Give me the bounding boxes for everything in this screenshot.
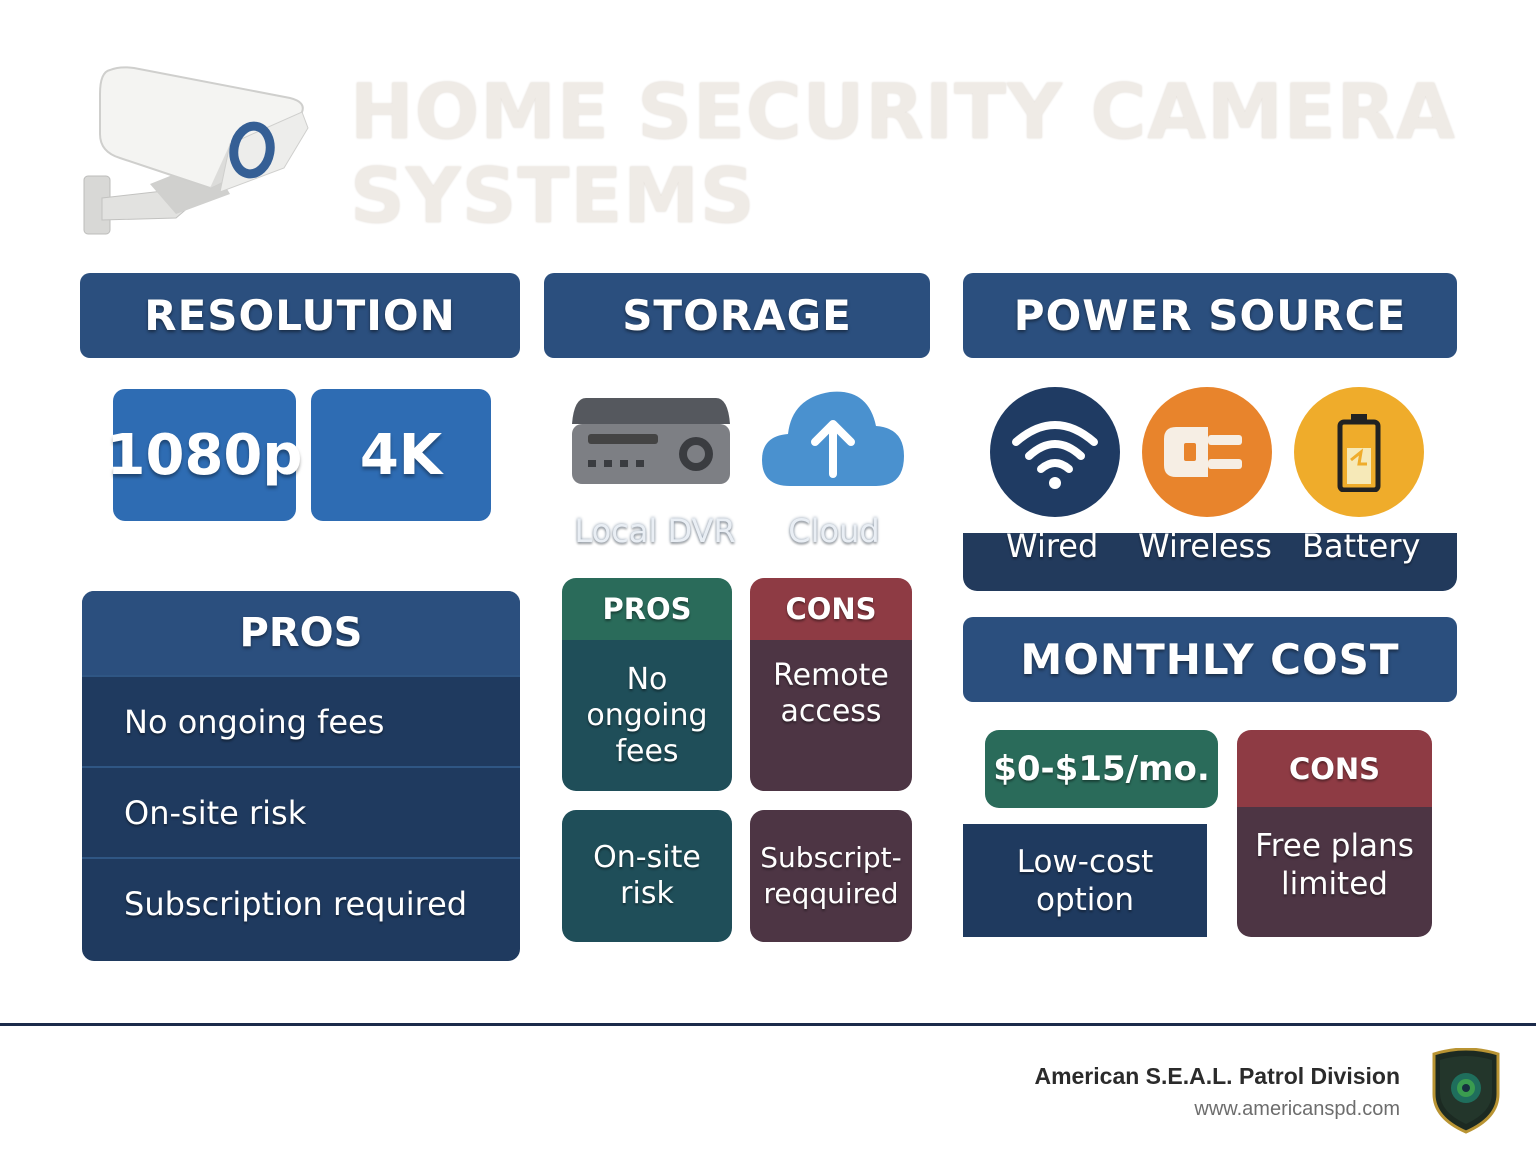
storage-label-local-dvr: Local DVR xyxy=(574,512,736,550)
title-line-2: SYSTEMS xyxy=(350,151,756,240)
cloud-upload-icon xyxy=(760,386,906,488)
power-source-bar xyxy=(963,533,1457,591)
storage-label-cloud: Cloud xyxy=(788,512,880,550)
page-title: HOME SECURITY CAMERA SYSTEMS xyxy=(350,70,1480,238)
seal-badge-icon xyxy=(1428,1047,1504,1134)
title-line-1: HOME SECURITY CAMERA xyxy=(350,67,1456,156)
dvr-icon xyxy=(570,394,732,488)
security-camera-icon xyxy=(80,64,320,240)
storage-pros-item: On-site risk xyxy=(593,840,701,911)
power-label-wireless: Wireless xyxy=(1138,527,1272,565)
power-label-battery: Battery xyxy=(1302,527,1421,565)
storage-cons-card: CONS Remote access xyxy=(750,578,912,791)
monthly-cost-note: Low-cost option xyxy=(963,824,1207,937)
resolution-pros-panel: PROS No ongoing fees On-site risk Subscr… xyxy=(82,591,520,961)
storage-cons-header: CONS xyxy=(750,578,912,640)
footer-divider xyxy=(0,1023,1536,1026)
storage-pros-header: PROS xyxy=(562,578,732,640)
storage-header: STORAGE xyxy=(544,273,930,358)
storage-cons-item: Remote access xyxy=(750,640,912,791)
storage-pros-item: No ongoing fees xyxy=(562,640,732,791)
resolution-header: RESOLUTION xyxy=(80,273,520,358)
storage-pros-card: PROS No ongoing fees xyxy=(562,578,732,791)
resolution-option-1080p: 1080p xyxy=(107,389,302,521)
pros-item: No ongoing fees xyxy=(82,675,520,766)
monthly-cost-cons-card: CONS Free plans limited xyxy=(1237,730,1432,937)
monthly-cost-price: $0-$15/mo. xyxy=(985,730,1218,808)
pros-item: On-site risk xyxy=(82,766,520,857)
monthly-cost-cons-header: CONS xyxy=(1237,730,1432,807)
pros-item: Subscription required xyxy=(82,857,520,948)
wifi-icon xyxy=(990,387,1120,517)
battery-icon xyxy=(1294,387,1424,517)
resolution-option-4k: 4K xyxy=(311,389,491,521)
plug-icon xyxy=(1142,387,1272,517)
power-label-wired: Wired xyxy=(1006,527,1099,565)
storage-cons-item: Subscript- reqquired xyxy=(760,841,902,910)
monthly-cost-cons-item: Free plans limited xyxy=(1237,807,1432,937)
footer-organization: American S.E.A.L. Patrol Division xyxy=(1034,1063,1400,1089)
pros-panel-header: PROS xyxy=(82,591,520,675)
power-source-header: POWER SOURCE xyxy=(963,273,1457,358)
monthly-cost-header: MONTHLY COST xyxy=(963,617,1457,702)
footer-website: www.americanspd.com xyxy=(1194,1098,1400,1120)
storage-cons-card-2: Subscript- reqquired xyxy=(750,810,912,942)
storage-pros-card-2: On-site risk xyxy=(562,810,732,942)
